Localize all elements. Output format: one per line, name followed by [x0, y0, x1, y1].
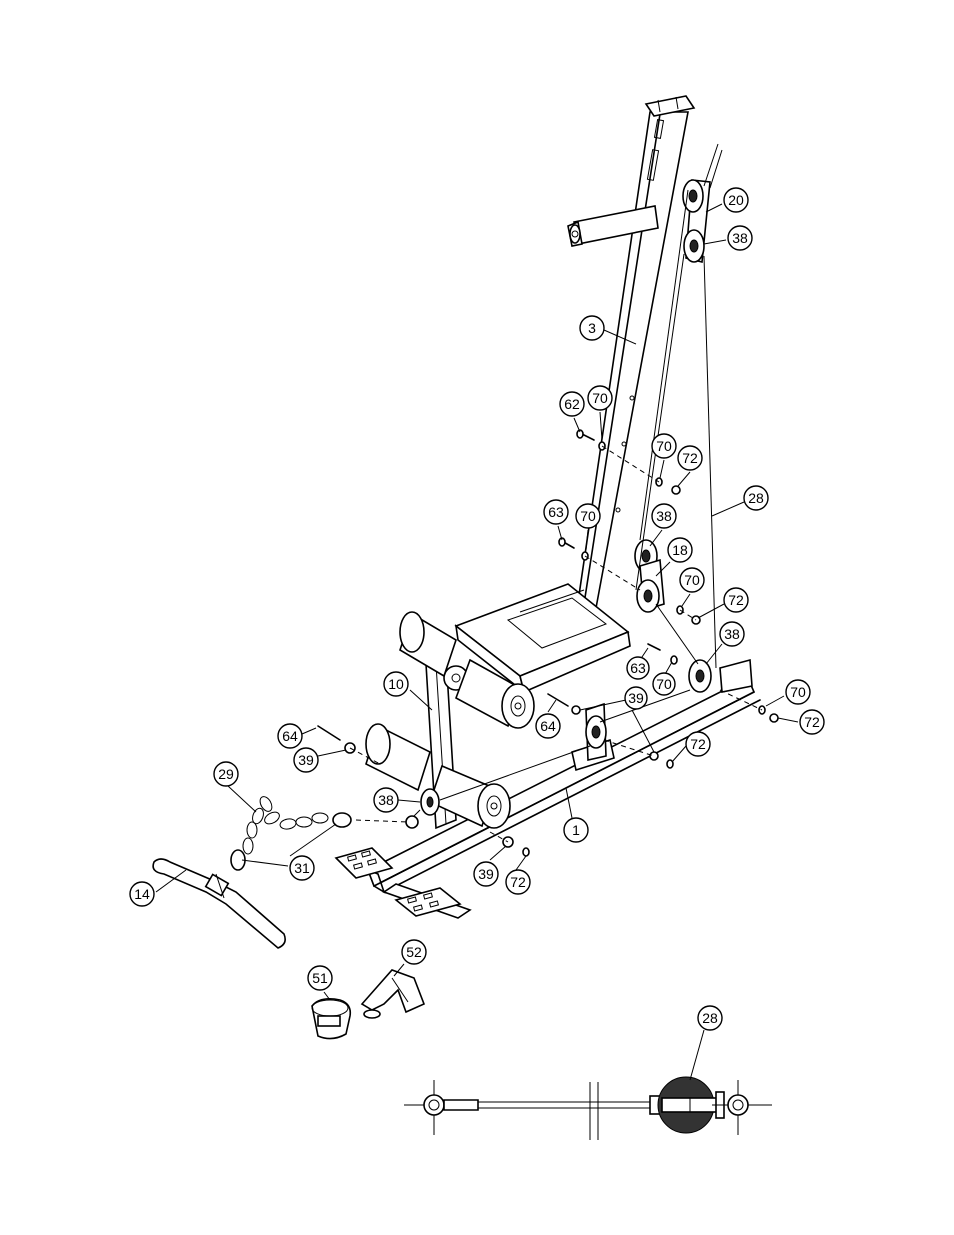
- svg-text:1: 1: [572, 822, 580, 838]
- callout-64: 64: [278, 724, 302, 748]
- svg-text:38: 38: [378, 792, 394, 808]
- callout-72: 72: [800, 710, 824, 734]
- svg-text:38: 38: [656, 508, 672, 524]
- svg-text:38: 38: [732, 230, 748, 246]
- callout-10: 10: [384, 672, 408, 696]
- callout-70: 70: [588, 386, 612, 410]
- svg-text:72: 72: [804, 714, 820, 730]
- svg-text:72: 72: [682, 450, 698, 466]
- svg-text:70: 70: [656, 438, 672, 454]
- callout-18: 18: [668, 538, 692, 562]
- svg-text:18: 18: [672, 542, 688, 558]
- callout-70: 70: [576, 504, 600, 528]
- lat-bar: [153, 859, 285, 948]
- callout-28: 28: [744, 486, 768, 510]
- ankle-strap: [312, 999, 350, 1039]
- svg-text:28: 28: [748, 490, 764, 506]
- svg-text:70: 70: [790, 684, 806, 700]
- svg-text:70: 70: [580, 508, 596, 524]
- callout-39: 39: [294, 748, 318, 772]
- svg-text:20: 20: [728, 192, 744, 208]
- callout-39: 39: [474, 862, 498, 886]
- callout-38: 38: [652, 504, 676, 528]
- callout-38: 38: [728, 226, 752, 250]
- callout-1: 1: [564, 818, 588, 842]
- svg-text:64: 64: [282, 728, 298, 744]
- callout-64: 64: [536, 714, 560, 738]
- upright-column: [578, 96, 694, 608]
- callout-51: 51: [308, 966, 332, 990]
- svg-text:29: 29: [218, 766, 234, 782]
- callout-70: 70: [653, 673, 675, 695]
- stirrup-handle: [362, 970, 424, 1018]
- svg-text:63: 63: [630, 660, 646, 676]
- callout-72: 72: [506, 870, 530, 894]
- svg-text:31: 31: [294, 860, 310, 876]
- callout-63: 63: [627, 657, 649, 679]
- svg-text:64: 64: [540, 718, 556, 734]
- svg-text:63: 63: [548, 504, 564, 520]
- callout-3: 3: [580, 316, 604, 340]
- cable-detail: [404, 1077, 772, 1140]
- svg-text:38: 38: [724, 626, 740, 642]
- callout-63: 63: [544, 500, 568, 524]
- svg-text:28: 28: [702, 1010, 718, 1026]
- svg-text:10: 10: [388, 676, 404, 692]
- callout-14: 14: [130, 882, 154, 906]
- svg-text:72: 72: [728, 592, 744, 608]
- callout-62: 62: [560, 392, 584, 416]
- svg-text:39: 39: [628, 690, 644, 706]
- svg-text:72: 72: [690, 736, 706, 752]
- callout-29: 29: [214, 762, 238, 786]
- svg-text:51: 51: [312, 970, 328, 986]
- svg-text:70: 70: [656, 676, 672, 692]
- callout-70: 70: [652, 434, 676, 458]
- callout-52: 52: [402, 940, 426, 964]
- callout-38: 38: [374, 788, 398, 812]
- callout-72: 72: [686, 732, 710, 756]
- callout-39: 39: [625, 687, 647, 709]
- svg-text:52: 52: [406, 944, 422, 960]
- callout-70: 70: [680, 568, 704, 592]
- callout-20: 20: [724, 188, 748, 212]
- callout-70: 70: [786, 680, 810, 704]
- svg-text:3: 3: [588, 320, 596, 336]
- callout-28: 28: [698, 1006, 722, 1030]
- svg-text:14: 14: [134, 886, 150, 902]
- callout-72: 72: [678, 446, 702, 470]
- svg-text:72: 72: [510, 874, 526, 890]
- svg-text:39: 39: [298, 752, 314, 768]
- callout-31: 31: [290, 856, 314, 880]
- svg-text:62: 62: [564, 396, 580, 412]
- svg-text:70: 70: [592, 390, 608, 406]
- callout-38: 38: [720, 622, 744, 646]
- callout-72: 72: [724, 588, 748, 612]
- svg-text:70: 70: [684, 572, 700, 588]
- svg-text:39: 39: [478, 866, 494, 882]
